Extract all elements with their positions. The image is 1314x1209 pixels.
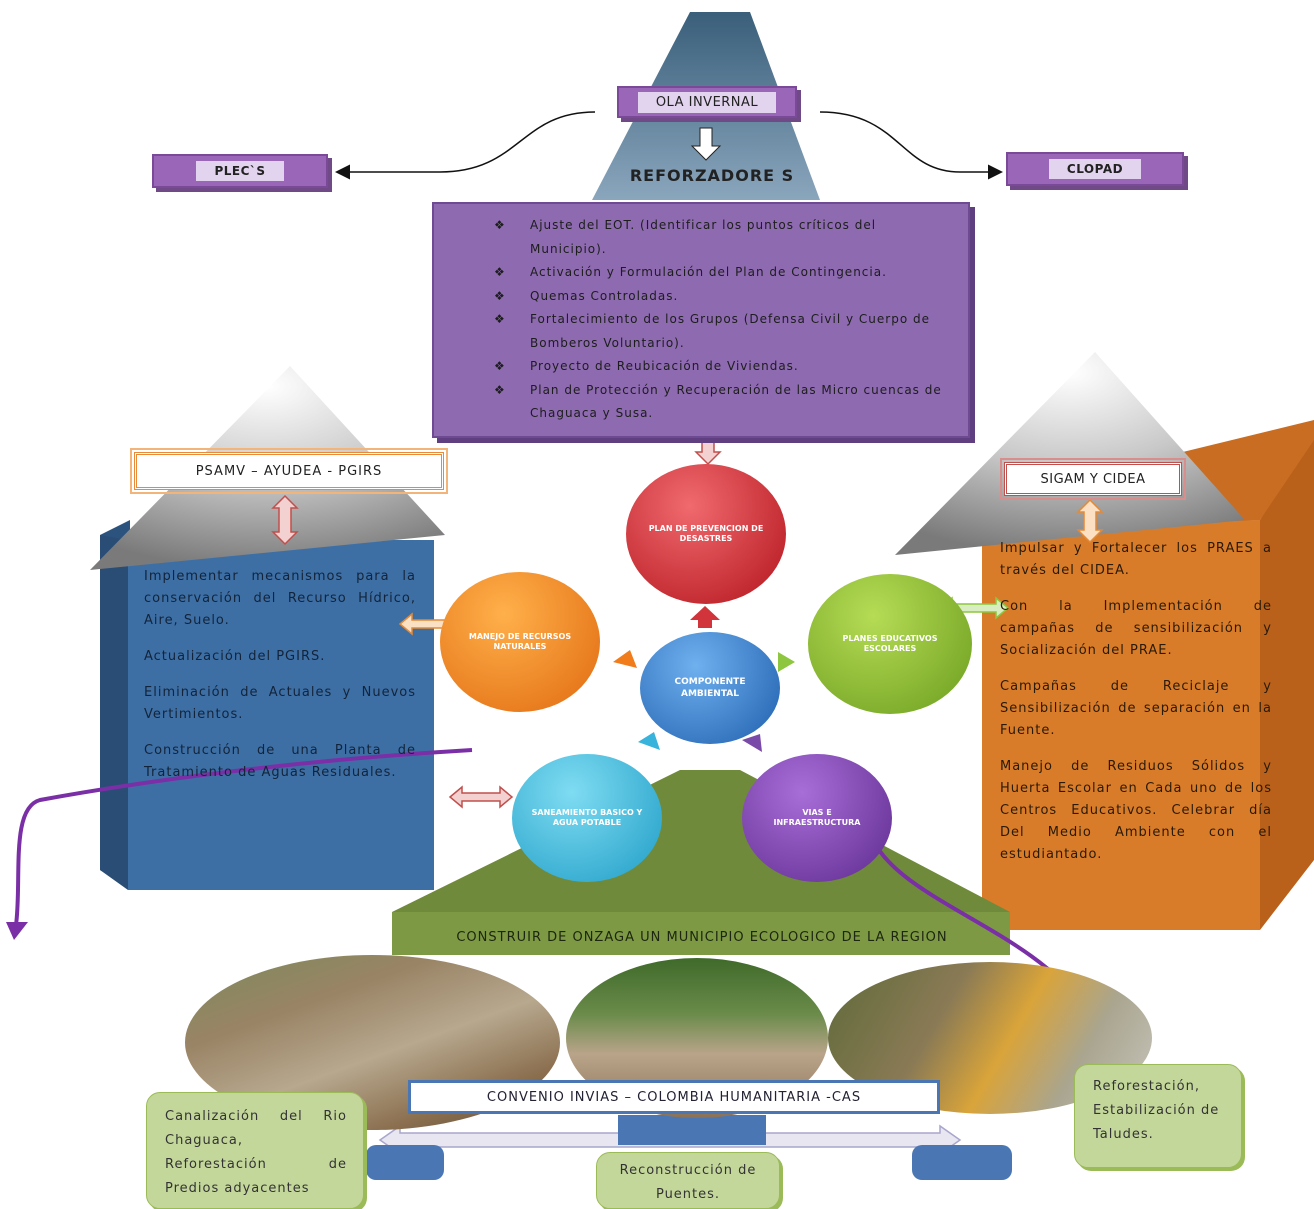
taludes-box: Reforestación, Estabilización de Taludes… bbox=[1074, 1064, 1242, 1168]
circle-planes-educativos: PLANES EDUCATIVOS ESCOLARES bbox=[808, 574, 972, 714]
reinforcer-item: ❖Quemas Controladas. bbox=[484, 285, 948, 309]
diamond-bullet-icon: ❖ bbox=[494, 359, 506, 373]
diamond-bullet-icon: ❖ bbox=[494, 265, 506, 279]
circle-manejo-recursos: MANEJO DE RECURSOS NATURALES bbox=[440, 572, 600, 712]
reforzadores-heading: REFORZADORE S bbox=[629, 166, 795, 185]
ola-invernal-label: OLA INVERNAL bbox=[617, 86, 797, 118]
circle-vias-infraestructura: VIAS E INFRAESTRUCTURA bbox=[742, 754, 892, 882]
left-title-box: PSAMV – AYUDEA - PGIRS bbox=[130, 448, 448, 494]
right-title: SIGAM Y CIDEA bbox=[1040, 471, 1146, 487]
plecs-text: PLEC`S bbox=[196, 161, 284, 181]
convenio-text: CONVENIO INVIAS – COLOMBIA HUMANITARIA -… bbox=[486, 1089, 862, 1105]
canalizacion-box: Canalización del Rio Chaguaca, Reforesta… bbox=[146, 1092, 364, 1209]
left-text: Implementar mecanismos para la conservac… bbox=[144, 566, 416, 798]
ecological-banner: CONSTRUIR DE ONZAGA UN MUNICIPIO ECOLOGI… bbox=[456, 930, 948, 945]
ola-invernal-text: OLA INVERNAL bbox=[637, 91, 777, 113]
circle-plan-prevencion: PLAN DE PREVENCION DE DESASTRES bbox=[626, 464, 786, 604]
reinforcer-item: ❖Plan de Protección y Recuperación de la… bbox=[484, 379, 948, 426]
left-paragraph: Actualización del PGIRS. bbox=[144, 649, 326, 664]
right-paragraph: Impulsar y Fortalecer los PRAES a través… bbox=[1000, 541, 1272, 578]
left-paragraph: Eliminación de Actuales y Nuevos Vertimi… bbox=[144, 685, 416, 722]
circle-saneamiento: SANEAMIENTO BASICO Y AGUA POTABLE bbox=[512, 754, 662, 882]
canalizacion-text: Canalización del Rio Chaguaca, Reforesta… bbox=[165, 1109, 347, 1196]
diamond-bullet-icon: ❖ bbox=[494, 312, 506, 326]
puentes-box: Reconstrucción de Puentes. bbox=[596, 1152, 780, 1209]
reinforcer-item: ❖Ajuste del EOT. (Identificar los puntos… bbox=[484, 214, 948, 261]
puentes-text: Reconstrucción de Puentes. bbox=[619, 1163, 757, 1202]
convenio-box: CONVENIO INVIAS – COLOMBIA HUMANITARIA -… bbox=[408, 1080, 940, 1114]
clopad-text: CLOPAD bbox=[1048, 159, 1142, 179]
taludes-text: Reforestación, Estabilización de Taludes… bbox=[1093, 1079, 1220, 1142]
clopad-box: CLOPAD bbox=[1006, 152, 1184, 186]
left-paragraph: Construcción de una Planta de Tratamient… bbox=[144, 743, 416, 780]
right-paragraph: Con la Implementación de campañas de sen… bbox=[1000, 599, 1272, 658]
plecs-box: PLEC`S bbox=[152, 154, 328, 188]
right-paragraph: Manejo de Residuos Sólidos y Huerta Esco… bbox=[1000, 759, 1272, 862]
diamond-bullet-icon: ❖ bbox=[494, 288, 506, 303]
reinforcer-item: ❖Activación y Formulación del Plan de Co… bbox=[484, 261, 948, 285]
reinforcers-list: ❖Ajuste del EOT. (Identificar los puntos… bbox=[484, 214, 948, 426]
reinforcer-item: ❖Fortalecimiento de los Grupos (Defensa … bbox=[484, 308, 948, 355]
right-paragraph: Campañas de Reciclaje y Sensibilización … bbox=[1000, 679, 1272, 738]
diamond-bullet-icon: ❖ bbox=[494, 382, 506, 397]
right-text: Impulsar y Fortalecer los PRAES a través… bbox=[1000, 538, 1272, 880]
reinforcer-item: ❖Proyecto de Reubicación de Viviendas. bbox=[484, 355, 948, 379]
right-title-box: SIGAM Y CIDEA bbox=[1000, 458, 1186, 500]
reinforcers-box: ❖Ajuste del EOT. (Identificar los puntos… bbox=[432, 202, 970, 438]
left-paragraph: Implementar mecanismos para la conservac… bbox=[144, 569, 416, 628]
left-title: PSAMV – AYUDEA - PGIRS bbox=[195, 463, 383, 479]
diamond-bullet-icon: ❖ bbox=[494, 218, 506, 232]
circle-componente-ambiental: COMPONENTE AMBIENTAL bbox=[640, 632, 780, 744]
